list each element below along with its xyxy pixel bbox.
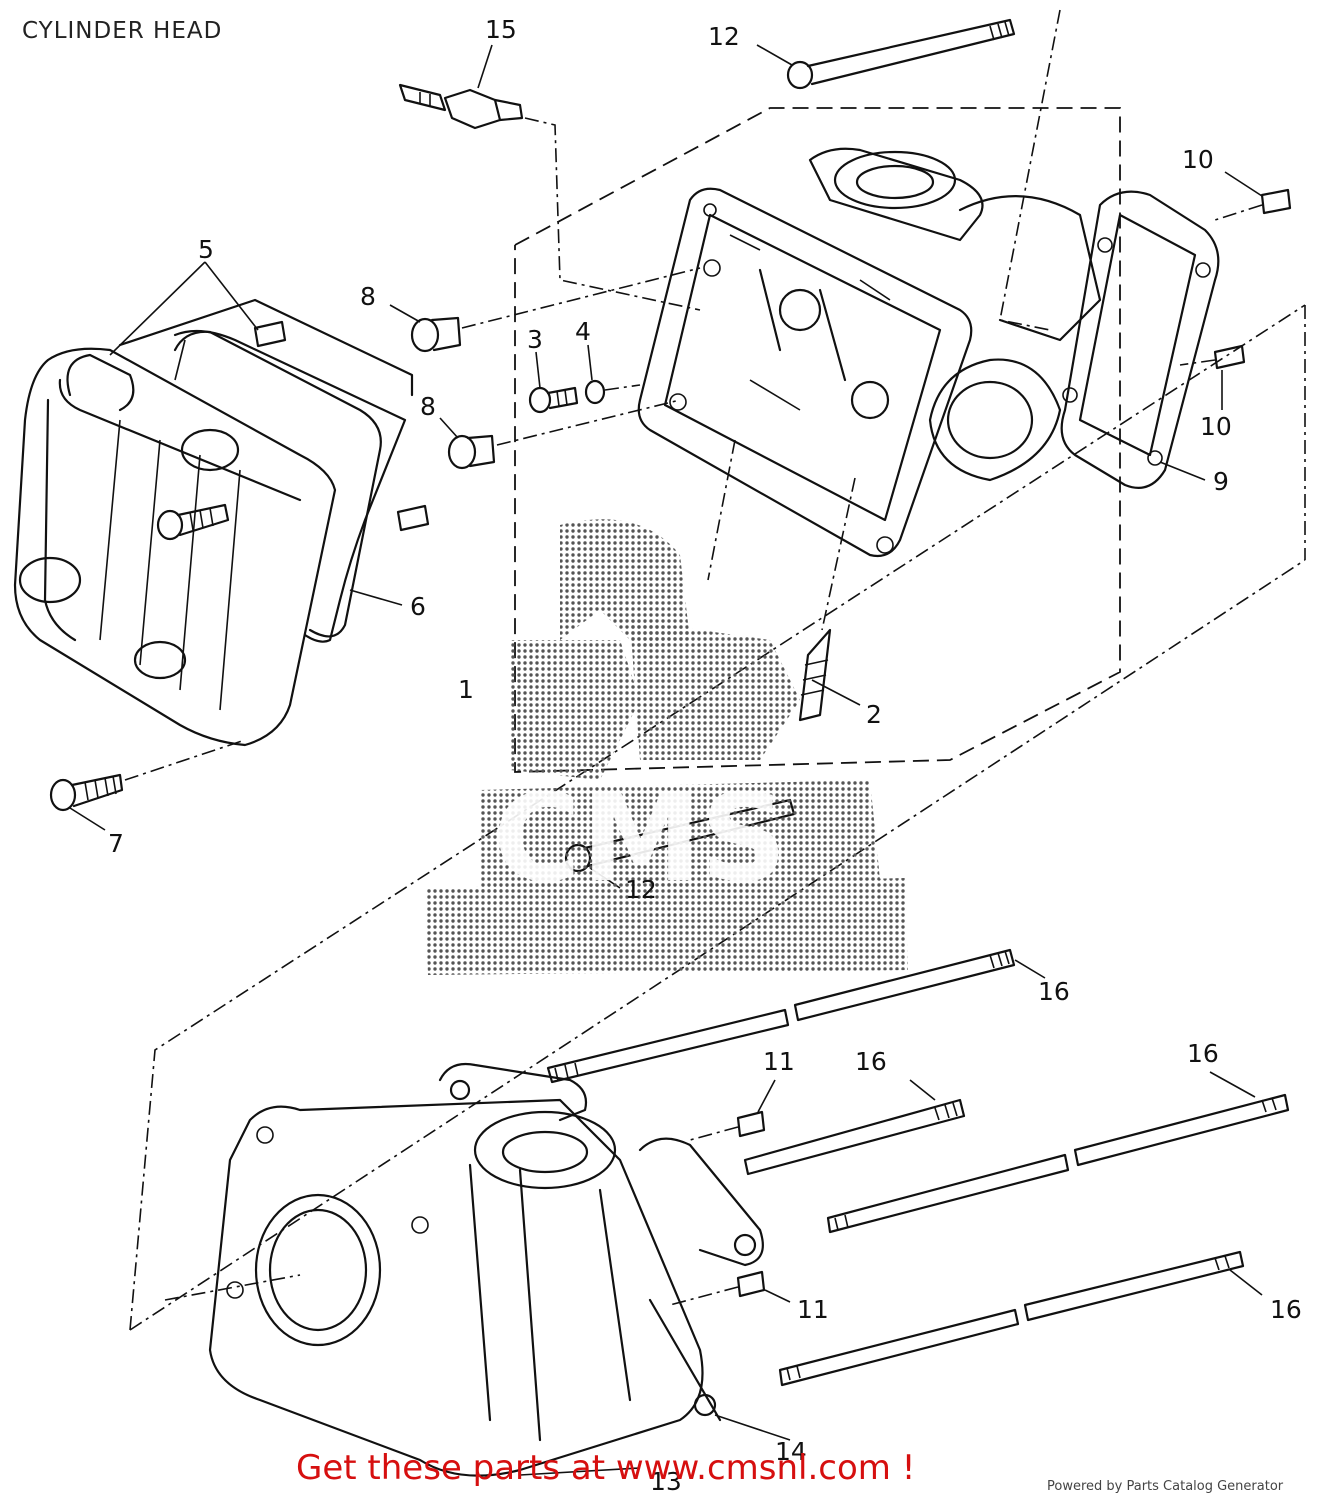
promo-link[interactable]: Get these parts at www.cmsnl.com ! [296, 1448, 916, 1488]
cylinder-head [637, 147, 1102, 558]
callout-15: 15 [485, 15, 517, 44]
callout-6: 6 [410, 592, 426, 621]
callout-5: 5 [198, 235, 214, 264]
callout-13: 13 [650, 1467, 682, 1496]
stud-bolt-12-top [756, 9, 1061, 331]
callout-10-lower: 10 [1200, 412, 1232, 441]
bolt-7 [49, 739, 246, 831]
callout-3: 3 [527, 325, 543, 354]
watermark-logo: CMS [425, 519, 908, 975]
callout-1: 1 [458, 675, 474, 704]
callout-8-lower: 8 [420, 392, 436, 421]
dowel-pins-5 [109, 261, 430, 532]
page-title: CYLINDER HEAD [22, 18, 223, 44]
callout-9: 9 [1213, 467, 1229, 496]
callout-12-top: 12 [708, 22, 740, 51]
callout-11-bottom: 11 [797, 1295, 829, 1324]
callout-labels: 15 12 10 5 8 3 4 8 10 9 6 1 2 7 12 16 11… [108, 15, 1302, 1496]
dowel-pins-10 [1179, 171, 1292, 410]
callout-12-middle: 12 [625, 875, 657, 904]
bolt-8-upper [389, 267, 701, 353]
callout-11-top: 11 [763, 1047, 795, 1076]
callout-14: 14 [775, 1437, 807, 1466]
bolt-3 [528, 351, 579, 414]
callout-2: 2 [866, 700, 882, 729]
callout-4: 4 [575, 317, 591, 346]
callout-16-b: 16 [855, 1047, 887, 1076]
gasket-9 [1060, 190, 1220, 489]
callout-8-upper: 8 [360, 282, 376, 311]
washer-4 [584, 344, 641, 405]
spark-plug-15 [398, 44, 524, 130]
gasket-6 [173, 330, 403, 638]
dowel-pins-11 [669, 1079, 791, 1306]
callout-16-d: 16 [1270, 1295, 1302, 1324]
dowel-2 [707, 439, 861, 722]
callout-16-c: 16 [1187, 1039, 1219, 1068]
cover-bolt [156, 503, 230, 541]
watermark-text: CMS [493, 770, 787, 909]
cylinder-block [164, 1062, 791, 1477]
valve-cover [13, 298, 414, 747]
stud-bolts-16 [546, 948, 1290, 1387]
callout-7: 7 [108, 829, 124, 858]
callout-10-top: 10 [1182, 145, 1214, 174]
bolt-8-lower [439, 399, 681, 470]
callout-16-a: 16 [1038, 977, 1070, 1006]
powered-by-text: Powered by Parts Catalog Generator [1047, 1479, 1284, 1494]
